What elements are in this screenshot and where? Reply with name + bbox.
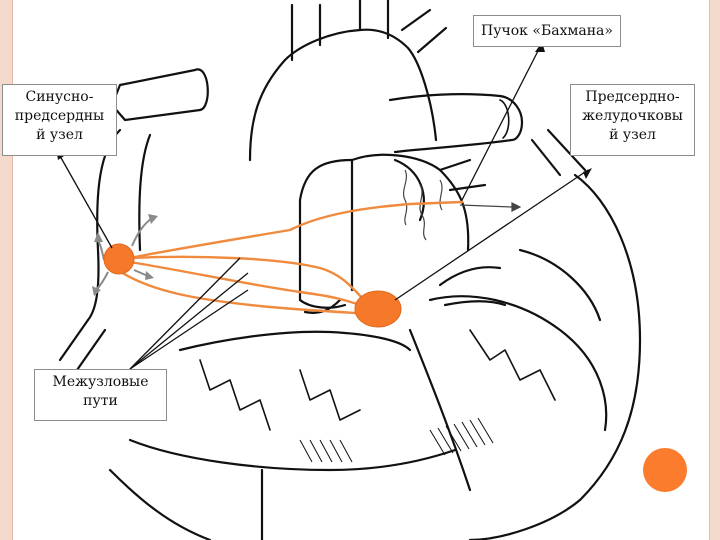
septum-lower bbox=[408, 328, 472, 492]
internodal-label-line-1: Межузловые bbox=[52, 374, 149, 390]
av-node bbox=[354, 290, 402, 328]
internodal-leader-3 bbox=[129, 289, 249, 370]
internodal-pathways-label: Межузловые пути bbox=[34, 369, 167, 421]
wave-arrow-2 bbox=[419, 184, 427, 241]
anterior-internodal-path bbox=[128, 255, 374, 310]
trabeculae-2 bbox=[299, 369, 361, 421]
sa-impulse-arrows bbox=[92, 214, 158, 296]
sa-label-line-1: Синусно- bbox=[25, 89, 94, 105]
wave-arrow-1 bbox=[402, 169, 408, 226]
pulmonary-trunk bbox=[388, 93, 524, 154]
av-label-line-2: желудочковы bbox=[582, 108, 683, 124]
aorta-arch-outline bbox=[248, 28, 438, 540]
sa-node bbox=[103, 243, 135, 275]
av-node-label: Предсердно- желудочковы й узел bbox=[570, 84, 695, 156]
aortic-branch-3 bbox=[400, 8, 448, 54]
posterior-internodal-path bbox=[116, 268, 374, 316]
internodal-leader-1 bbox=[129, 257, 241, 370]
middle-internodal-path bbox=[128, 260, 374, 312]
septum bbox=[298, 158, 354, 302]
tricuspid-region bbox=[298, 298, 347, 309]
trabeculae-1 bbox=[199, 359, 271, 431]
rv-wall-lower bbox=[128, 438, 457, 472]
apex-hatching bbox=[299, 417, 494, 463]
right-ventricle-outer bbox=[108, 468, 212, 540]
av-arrowhead bbox=[583, 168, 592, 179]
av-label-line-3: й узел bbox=[609, 127, 656, 143]
internodal-label-line-2: пути bbox=[83, 393, 118, 409]
sa-label-line-3: й узел bbox=[36, 127, 83, 143]
lv-trabeculae bbox=[469, 329, 556, 401]
left-pa-branch bbox=[530, 128, 587, 177]
septum-top bbox=[298, 158, 354, 202]
bachmann-direction-arrow bbox=[459, 204, 513, 208]
bachmann-pathway bbox=[128, 200, 464, 260]
aortic-branch-1 bbox=[290, 3, 322, 62]
bachmann-label-text: Пучок «Бахмана» bbox=[481, 23, 613, 39]
mitral-valve bbox=[438, 266, 507, 307]
lv-inner bbox=[428, 295, 608, 432]
internodal-leader-2 bbox=[129, 272, 249, 370]
atrial-appendage bbox=[393, 158, 425, 222]
av-node-leader bbox=[394, 169, 589, 301]
left-ventricle-outer bbox=[468, 173, 642, 540]
wave-arrow-3 bbox=[439, 179, 443, 211]
sa-node-label: Синусно- предсердны й узел bbox=[2, 84, 117, 156]
svc-cap bbox=[193, 68, 209, 112]
bachmann-bundle-label: Пучок «Бахмана» bbox=[473, 15, 621, 47]
rv-inner bbox=[178, 330, 412, 352]
sa-node-leader bbox=[59, 155, 113, 249]
pulmonary-trunk-lumen bbox=[499, 99, 510, 139]
orange-dot-icon bbox=[643, 448, 687, 492]
av-label-line-1: Предсердно- bbox=[585, 89, 680, 105]
pulmonary-veins bbox=[438, 158, 487, 192]
aortic-branch-2 bbox=[358, 0, 390, 40]
lv-inner-2 bbox=[518, 248, 602, 322]
bachmann-leader bbox=[461, 46, 541, 201]
svc-left-wall bbox=[110, 68, 202, 122]
sa-label-line-2: предсердны bbox=[14, 108, 105, 124]
